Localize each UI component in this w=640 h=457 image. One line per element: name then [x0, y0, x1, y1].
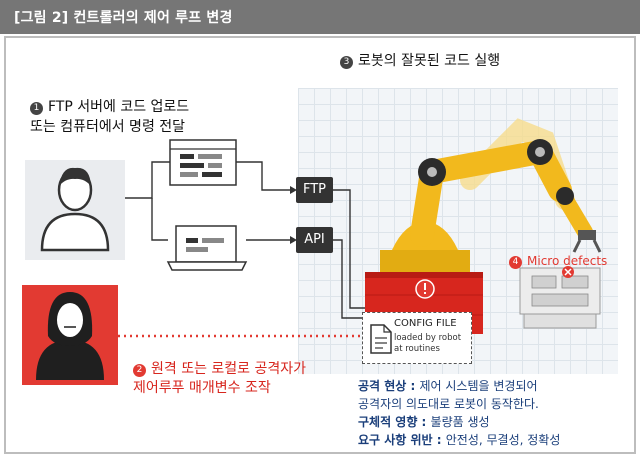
ftp-tag: FTP	[296, 177, 333, 203]
step2-label: 2 원격 또는 로컬로 공격자가 제어루푸 매개변수 조작	[133, 360, 306, 398]
req-label: 요구 사항 위반 :	[358, 433, 446, 447]
attack-row: 공격 현상 : 제어 시스템을 변경되어	[358, 377, 560, 395]
step2-line1: 원격 또는 로컬로 공격자가	[151, 361, 307, 377]
step2-line1-row: 2 원격 또는 로컬로 공격자가	[133, 360, 306, 379]
step1-line1-row: 1 FTP 서버에 코드 업로드	[30, 97, 189, 117]
attack-text1: 제어 시스템을 변경되어	[419, 379, 538, 393]
info-block: 공격 현상 : 제어 시스템을 변경되어 공격자의 의도대로 로봇이 동작한다.…	[358, 377, 560, 449]
step1-number-badge: 1	[30, 102, 43, 115]
config-file-subtitle: loaded by robot at routines	[394, 333, 462, 354]
step3-number-badge: 3	[340, 56, 353, 69]
connectors	[125, 161, 368, 319]
user-icon	[25, 160, 125, 260]
attack-text2: 공격자의 의도대로 로봇이 동작한다.	[358, 397, 539, 411]
step4-number-badge: 4	[509, 256, 522, 269]
req-row: 요구 사항 위반 : 안전성, 무결성, 정확성	[358, 431, 560, 449]
warning-icon	[415, 279, 435, 299]
step3-label: 3 로봇의 잘못된 코드 실행	[340, 50, 500, 70]
arrow-api-icon	[290, 236, 297, 244]
impact-label: 구체적 영향 :	[358, 415, 431, 429]
document-icon	[370, 324, 392, 354]
step1-line2: 또는 컴퓨터에서 명령 전달	[30, 119, 186, 135]
defect-x-icon	[562, 266, 574, 278]
step4-label: 4 Micro defects	[509, 254, 607, 269]
impact-row: 구체적 영향 : 불량품 생성	[358, 413, 560, 431]
laptop-icon	[166, 225, 248, 271]
defect-parts-stack	[519, 267, 601, 329]
config-file-box: CONFIG FILE loaded by robot at routines	[362, 312, 472, 364]
step2-line2: 제어루푸 매개변수 조작	[133, 380, 271, 396]
step1-label: 1 FTP 서버에 코드 업로드 또는 컴퓨터에서 명령 전달	[30, 97, 189, 137]
api-tag: API	[296, 227, 333, 253]
arrow-ftp-icon	[290, 186, 297, 194]
impact-text: 불량품 생성	[430, 415, 490, 429]
req-text: 안전성, 무결성, 정확성	[445, 433, 561, 447]
step3-text: 로봇의 잘못된 코드 실행	[358, 53, 501, 69]
step2-number-badge: 2	[133, 364, 146, 377]
figure-title: [그림 2] 컨트롤러의 제어 루프 변경	[14, 10, 233, 26]
figure-header: [그림 2] 컨트롤러의 제어 루프 변경	[0, 0, 640, 34]
attacker-icon	[22, 285, 118, 385]
attack-label: 공격 현상 :	[358, 379, 420, 393]
config-file-title: CONFIG FILE	[394, 318, 457, 329]
step4-text: Micro defects	[527, 254, 608, 268]
step1-line1: FTP 서버에 코드 업로드	[48, 99, 190, 115]
server-window-icon	[169, 139, 237, 186]
